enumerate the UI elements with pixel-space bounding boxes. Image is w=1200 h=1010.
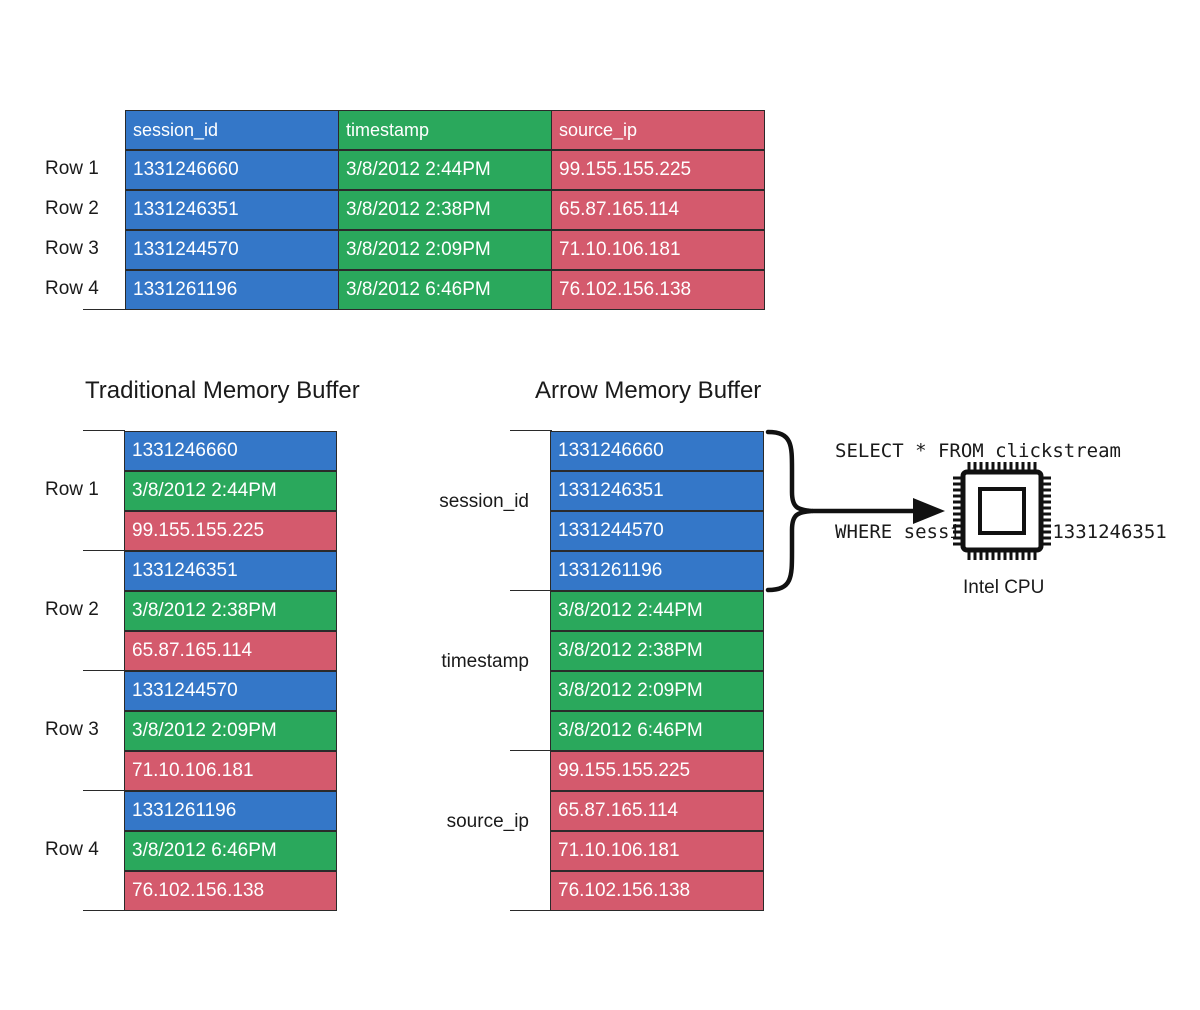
arrow-cell-session-id: 1331261196: [550, 551, 764, 591]
table-cell-source-ip: 76.102.156.138: [551, 270, 765, 310]
column-group-label: source_ip: [446, 811, 529, 832]
buffer-cell-source-ip: 99.155.155.225: [124, 511, 337, 551]
column-group-separator: [510, 590, 552, 591]
row-label: Row 2: [45, 599, 99, 620]
buffer-cell-source-ip: 76.102.156.138: [124, 871, 337, 911]
table-cell-source-ip: 99.155.155.225: [551, 150, 765, 190]
column-group-label: session_id: [439, 491, 529, 512]
row-label: Row 1: [45, 479, 99, 500]
table-cell-timestamp: 3/8/2012 6:46PM: [338, 270, 552, 310]
traditional-buffer-title: Traditional Memory Buffer: [85, 377, 360, 404]
buffer-cell-session-id: 1331244570: [124, 671, 337, 711]
column-header-timestamp: timestamp: [338, 110, 552, 150]
row-group-separator: [83, 910, 125, 911]
arrow-cell-source-ip: 76.102.156.138: [550, 871, 764, 911]
column-header-session-id: session_id: [125, 110, 339, 150]
buffer-cell-session-id: 1331246660: [124, 431, 337, 471]
arrow-cell-session-id: 1331244570: [550, 511, 764, 551]
row-label: Row 2: [45, 198, 99, 219]
arrow-cell-source-ip: 71.10.106.181: [550, 831, 764, 871]
buffer-cell-session-id: 1331246351: [124, 551, 337, 591]
arrow-cell-session-id: 1331246351: [550, 471, 764, 511]
arrow-cell-timestamp: 3/8/2012 2:09PM: [550, 671, 764, 711]
table-cell-timestamp: 3/8/2012 2:44PM: [338, 150, 552, 190]
cpu-label: Intel CPU: [963, 577, 1045, 598]
cpu-chip-icon: [953, 462, 1051, 560]
arrow-head: [913, 498, 945, 524]
buffer-cell-source-ip: 71.10.106.181: [124, 751, 337, 791]
curly-brace: [765, 429, 815, 593]
column-group-label: timestamp: [441, 651, 529, 672]
arrow-cell-timestamp: 3/8/2012 2:38PM: [550, 631, 764, 671]
buffer-cell-session-id: 1331261196: [124, 791, 337, 831]
table-cell-timestamp: 3/8/2012 2:38PM: [338, 190, 552, 230]
column-group-separator: [510, 910, 552, 911]
column-group-separator: [510, 750, 552, 751]
sql-query-line-1: SELECT * FROM clickstream: [835, 440, 1121, 462]
row-label: Row 4: [45, 278, 99, 299]
row-group-separator: [83, 670, 125, 671]
row-label: Row 3: [45, 238, 99, 259]
row-group-separator: [83, 790, 125, 791]
table-cell-source-ip: 71.10.106.181: [551, 230, 765, 270]
arrow-cell-timestamp: 3/8/2012 2:44PM: [550, 591, 764, 631]
table-cell-session-id: 1331244570: [125, 230, 339, 270]
buffer-cell-timestamp: 3/8/2012 2:09PM: [124, 711, 337, 751]
column-header-source-ip: source_ip: [551, 110, 765, 150]
table-cell-session-id: 1331261196: [125, 270, 339, 310]
row-group-separator: [83, 550, 125, 551]
row-separator: [83, 309, 125, 310]
buffer-cell-timestamp: 3/8/2012 6:46PM: [124, 831, 337, 871]
arrow-cell-session-id: 1331246660: [550, 431, 764, 471]
buffer-cell-source-ip: 65.87.165.114: [124, 631, 337, 671]
column-group-separator: [510, 430, 552, 431]
table-cell-source-ip: 65.87.165.114: [551, 190, 765, 230]
buffer-cell-timestamp: 3/8/2012 2:38PM: [124, 591, 337, 631]
table-cell-timestamp: 3/8/2012 2:09PM: [338, 230, 552, 270]
row-group-separator: [83, 430, 125, 431]
arrow-cell-timestamp: 3/8/2012 6:46PM: [550, 711, 764, 751]
arrow-cell-source-ip: 65.87.165.114: [550, 791, 764, 831]
table-cell-session-id: 1331246351: [125, 190, 339, 230]
row-label: Row 4: [45, 839, 99, 860]
row-label: Row 3: [45, 719, 99, 740]
table-cell-session-id: 1331246660: [125, 150, 339, 190]
arrow-cell-source-ip: 99.155.155.225: [550, 751, 764, 791]
arrow-buffer-title: Arrow Memory Buffer: [535, 377, 762, 404]
buffer-cell-timestamp: 3/8/2012 2:44PM: [124, 471, 337, 511]
row-label: Row 1: [45, 158, 99, 179]
